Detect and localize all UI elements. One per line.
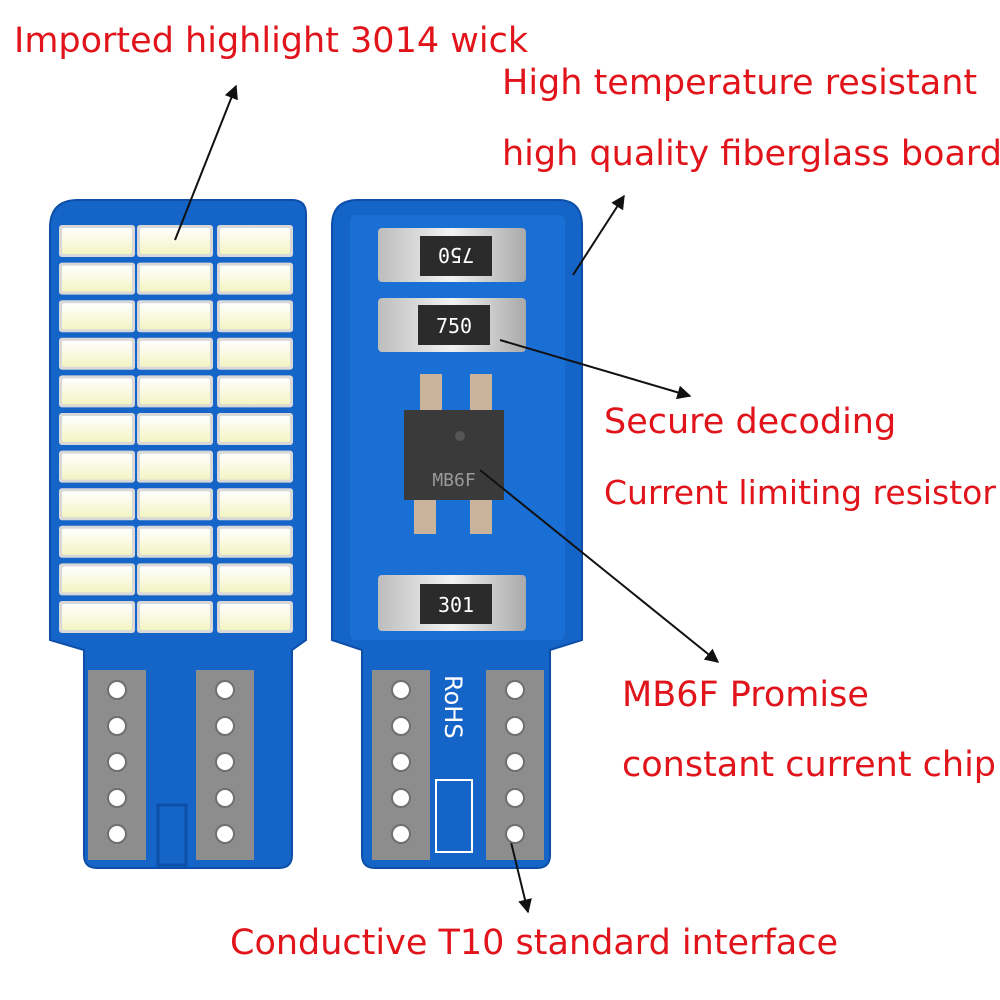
led-grid (59, 225, 293, 633)
label-board-line2: high quality fiberglass board (502, 134, 1000, 174)
resistor-top: 750 (378, 228, 526, 282)
contact-hole (215, 680, 235, 700)
contact-hole (107, 824, 127, 844)
label-chip-line2: constant current chip (622, 745, 997, 785)
contact-hole (505, 680, 525, 700)
led-chip (137, 488, 213, 521)
contact-hole (505, 788, 525, 808)
led-chip (59, 413, 135, 445)
led-chip (217, 525, 293, 558)
led-chip (217, 488, 293, 521)
rohs-box (435, 779, 473, 853)
arrow-decoding (499, 339, 692, 400)
contact-hole (107, 680, 127, 700)
contact-hole (107, 716, 127, 736)
contact-hole (391, 788, 411, 808)
resistor-bottom: 301 (378, 575, 526, 631)
led-chip (217, 413, 293, 445)
contact-hole (215, 824, 235, 844)
led-chip (137, 300, 213, 333)
led-side-bulb (49, 199, 307, 869)
resistor-top-code: 750 (438, 243, 474, 267)
resistor-bottom-code: 301 (438, 593, 474, 617)
led-chip (59, 525, 135, 558)
resistor-mid-code: 750 (436, 314, 472, 338)
led-chip (59, 563, 135, 596)
led-chip (59, 601, 135, 633)
contact-hole (391, 716, 411, 736)
led-chip (137, 337, 213, 370)
resistor-mid: 750 (378, 298, 526, 352)
arrow-interface (509, 837, 532, 914)
led-chip (137, 525, 213, 558)
led-chip (137, 375, 213, 408)
chip-marking: MB6F (432, 470, 475, 491)
led-chip (59, 375, 135, 408)
led-chip (59, 337, 135, 370)
arrow-board (572, 194, 625, 276)
led-chip (137, 563, 213, 596)
led-chip (137, 262, 213, 295)
led-chip (59, 225, 135, 257)
contact-hole (215, 788, 235, 808)
led-chip (217, 450, 293, 483)
center-pad (156, 803, 188, 867)
arrow-wick (174, 84, 238, 241)
led-chip (59, 262, 135, 295)
led-chip (217, 601, 293, 633)
contact-hole (505, 752, 525, 772)
label-resistor: Current limiting resistor (604, 473, 996, 512)
contact-hole (391, 752, 411, 772)
contact-hole (505, 716, 525, 736)
mb6f-chip: MB6F (404, 374, 504, 534)
label-decoding: Secure decoding (604, 402, 897, 442)
label-chip-line1: MB6F Promise (622, 675, 869, 715)
contact-hole (215, 716, 235, 736)
led-chip (137, 225, 213, 257)
contact-hole (391, 680, 411, 700)
led-chip (59, 300, 135, 333)
led-chip (137, 413, 213, 445)
label-board-line1: High temperature resistant (502, 63, 978, 103)
led-chip (59, 488, 135, 521)
led-chip (217, 300, 293, 333)
led-chip (217, 337, 293, 370)
led-chip (217, 225, 293, 257)
driver-side-bulb: 750 750 MB6F 301 RoHS (331, 199, 583, 869)
led-chip (137, 450, 213, 483)
label-wick: Imported highlight 3014 wick (14, 21, 529, 61)
led-chip (59, 450, 135, 483)
contact-hole (107, 788, 127, 808)
contact-hole (391, 824, 411, 844)
led-chip (217, 375, 293, 408)
label-interface: Conductive T10 standard interface (230, 923, 839, 963)
arrow-chip (479, 469, 720, 663)
led-chip (217, 262, 293, 295)
rohs-mark: RoHS (439, 675, 467, 739)
contact-hole (215, 752, 235, 772)
contact-hole (107, 752, 127, 772)
contact-hole (505, 824, 525, 844)
led-chip (137, 601, 213, 633)
led-chip (217, 563, 293, 596)
callout-arrows (174, 84, 720, 914)
